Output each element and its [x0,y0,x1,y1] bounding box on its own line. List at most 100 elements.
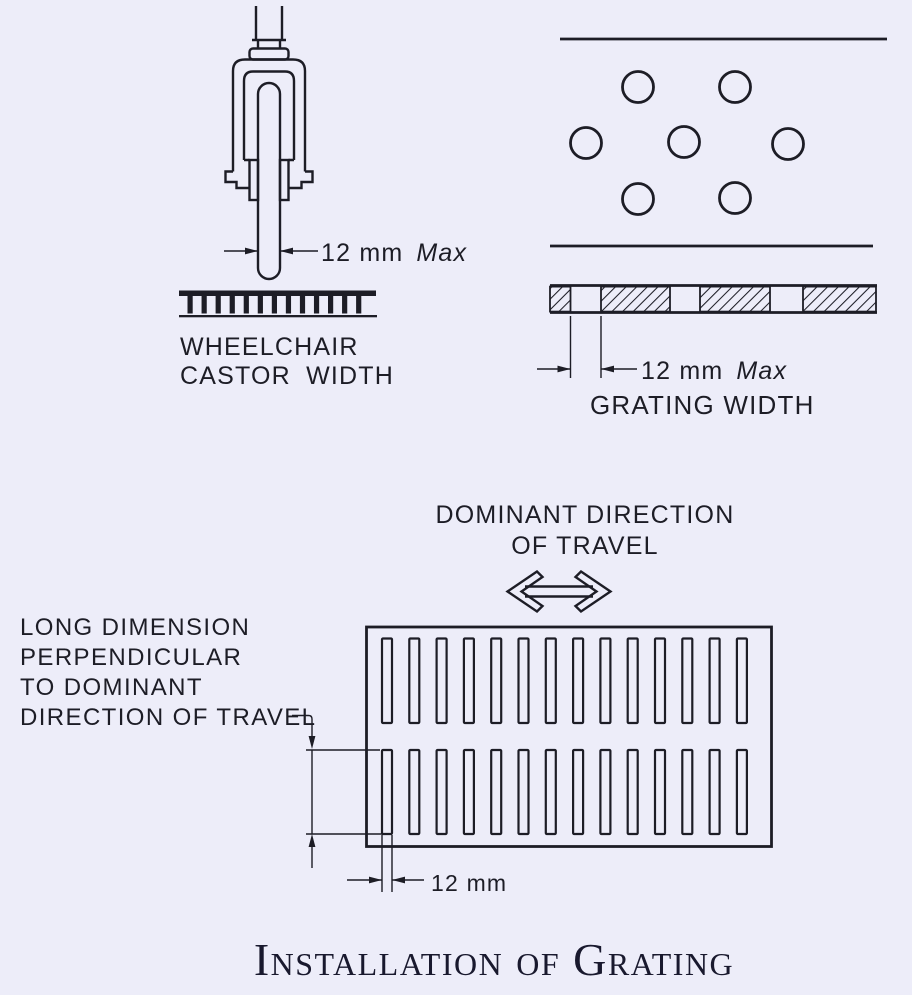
grating-tick [201,296,207,314]
castor-fork-inner [242,70,296,160]
castor-neck [252,38,286,48]
caption-line: CASTOR WIDTH [180,362,394,390]
direction-line: OF TRAVEL [511,532,659,560]
grating-hole [771,127,805,161]
castor-width-dimension: 12 mm Max [321,239,467,268]
grating-slot [653,637,667,725]
grating-slot [681,637,694,725]
grating-tick [215,296,221,314]
grating-slot [708,748,721,836]
grating-hole [621,182,655,216]
grating-slots [380,637,749,836]
hatched-bar [802,285,877,313]
grating-plan-view [365,625,773,848]
wheelchair-castor-caption: WHEELCHAIR CASTOR WIDTH [180,333,394,391]
castor-fork-outer [231,58,307,172]
grating-width-dimension: 12 mm Max [641,357,787,386]
grating-slot [517,748,530,836]
grating-slot [599,637,612,725]
note-line: PERPENDICULAR [20,644,243,671]
hatched-bar [699,285,771,313]
grating-slot [653,748,667,836]
wheelchair-castor-drawing [224,6,314,281]
dimension-qualifier: Max [416,239,468,267]
page-title: Installation of Grating [253,934,735,985]
dimension-arrowheads [245,247,614,884]
grating-tick [356,296,362,314]
grating-holes-plan [550,37,887,248]
grating-slot [544,637,557,725]
grating-slot [380,637,394,725]
grating-slot [735,748,749,836]
installation-dimension-lines [292,714,424,892]
grating-tick [243,296,249,314]
grating-slot [517,637,530,725]
grating-cross-section-under-castor [179,290,377,318]
dimension-qualifier: Max [736,357,788,385]
grating-slot [626,748,639,836]
arrowhead-icon [308,736,316,749]
grating-hole [667,125,701,159]
grating-slot [435,748,448,836]
arrowhead-icon [245,247,258,255]
grating-holes [569,70,805,216]
castor-axle-plate-right [278,158,290,202]
note-line: DIRECTION OF TRAVEL [20,704,317,731]
grating-slot [599,748,612,836]
cross-section-edges [550,284,877,314]
grating-slot [462,748,475,836]
grating-tick [328,296,334,314]
grating-slot [490,637,503,725]
grating-slot [681,748,694,836]
grating-tick [271,296,277,314]
grating-hole [621,70,655,104]
note-leader-line [292,714,313,736]
arrowhead-icon [392,876,405,884]
grating-slot [735,637,749,725]
grating-slot [571,748,585,836]
arrowhead-icon [557,365,571,373]
grating-slot [462,637,475,725]
dimension-value: 12 mm [321,239,404,267]
grating-tick [285,296,292,314]
grating-tick [229,296,235,314]
grating-tick [187,296,193,314]
grating-tick [257,296,263,314]
grating-hole [718,181,752,215]
castor-stem [254,6,284,40]
note-line: TO DOMINANT [20,674,203,701]
grating-cross-section-right [537,284,877,378]
arrowhead-icon [280,247,293,255]
dimension-value: 12 mm [641,357,724,385]
castor-wheel [256,81,282,281]
caption-line: WHEELCHAIR [180,333,359,361]
grating-slot [408,748,421,836]
direction-line: DOMINANT DIRECTION [435,501,735,529]
grating-slot [708,637,721,725]
grating-width-dimension-lines [537,316,637,378]
slot-width-dimension: 12 mm [431,870,508,896]
arrowhead-icon [308,834,316,847]
double-arrow-icon [505,569,613,614]
note-line: LONG DIMENSION [20,614,251,641]
dominant-direction-label: DOMINANT DIRECTION OF TRAVEL [425,500,745,562]
orientation-note: LONG DIMENSION PERPENDICULAR TO DOMINANT… [20,613,316,733]
grating-frame [365,625,773,848]
grating-tick [342,296,348,314]
castor-foot-right [288,170,314,190]
grating-slot [626,637,639,725]
grating-hole [718,70,752,104]
grating-slot [490,748,503,836]
grating-width-caption: GRATING WIDTH [590,390,815,420]
grating-hole [569,126,603,160]
grating-slot [380,748,394,836]
arrowhead-icon [601,365,614,373]
grating-slot [571,637,585,725]
hatched-bar [600,285,671,313]
hatched-bar [549,285,572,313]
castor-foot-left [224,170,250,190]
grating-slot [544,748,557,836]
arrowhead-icon [369,876,382,884]
